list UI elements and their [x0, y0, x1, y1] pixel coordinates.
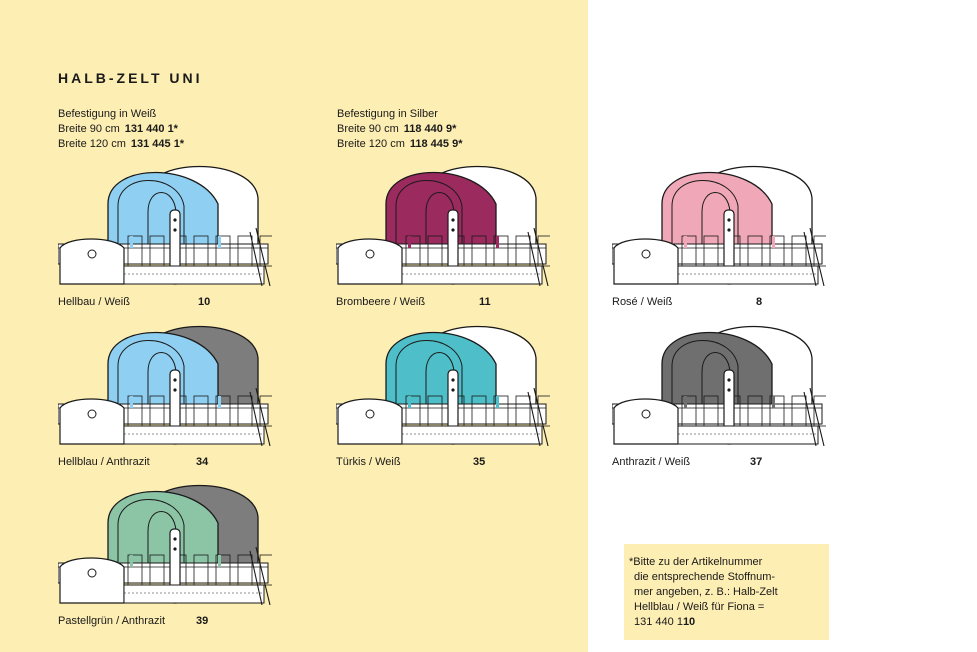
article-number: 131 440 1*	[124, 123, 178, 135]
spec-silver-fixing: Befestigung in Silber Breite 90 cm 118 44…	[337, 107, 463, 152]
spec-row: Breite 120 cm 118 445 9*	[337, 137, 463, 152]
product-tile[interactable]: Pastellgrün / Anthrazit 39	[58, 477, 288, 627]
note-line: die entsprechende Stoffnum-	[634, 571, 776, 583]
product-number: 35	[473, 456, 486, 468]
article-number: 131 445 1*	[130, 138, 185, 150]
note-line: 131 440 110	[629, 615, 823, 630]
product-number: 39	[196, 615, 209, 627]
spec-white-fixing: Befestigung in Weiß Breite 90 cm 131 440 …	[58, 107, 184, 152]
product-tile[interactable]: Türkis / Weiß 35	[336, 318, 566, 468]
spec-row-label: Breite 90 cm	[58, 123, 120, 135]
note-code-prefix: 131 440 1	[634, 616, 683, 628]
note-code-suffix: 10	[682, 616, 696, 628]
product-label: Türkis / Weiß	[336, 456, 401, 468]
spec-row-label: Breite 120 cm	[337, 138, 405, 150]
yellow-panel	[0, 0, 588, 652]
product-label: Rosé / Weiß	[612, 296, 673, 308]
spec-row-label: Breite 120 cm	[58, 138, 126, 150]
product-label: Anthrazit / Weiß	[612, 456, 691, 468]
spec-heading: Befestigung in Weiß	[58, 108, 157, 120]
spec-row: Breite 90 cm 131 440 1*	[58, 122, 184, 137]
product-tile[interactable]: Brombeere / Weiß 11	[336, 158, 566, 308]
note-line: Hellblau / Weiß für Fiona =	[634, 601, 765, 613]
product-number: 10	[198, 296, 211, 308]
product-number: 11	[479, 296, 491, 308]
page-title: HALB-ZELT UNI	[58, 70, 203, 86]
product-tile[interactable]: Anthrazit / Weiß 37	[612, 318, 842, 468]
spec-row: Breite 90 cm 118 440 9*	[337, 122, 463, 137]
spec-row-label: Breite 90 cm	[337, 123, 399, 135]
article-number: 118 440 9*	[403, 123, 457, 135]
spec-heading: Befestigung in Silber	[337, 108, 438, 120]
article-number-note: *Bitte zu der Artikelnummer die entsprec…	[624, 544, 829, 640]
product-label: Hellblau / Anthrazit	[58, 456, 150, 468]
spec-row: Breite 120 cm 131 445 1*	[58, 137, 184, 152]
product-tile[interactable]: Hellbau / Weiß 10	[58, 158, 288, 308]
product-tile[interactable]: Hellblau / Anthrazit 34	[58, 318, 288, 468]
product-number: 37	[750, 456, 763, 468]
product-number: 8	[756, 296, 763, 308]
product-number: 34	[196, 456, 209, 468]
article-number: 118 445 9*	[409, 138, 463, 150]
product-label: Brombeere / Weiß	[336, 296, 426, 308]
product-tile[interactable]: Rosé / Weiß 8	[612, 158, 842, 308]
product-label: Hellbau / Weiß	[58, 296, 130, 308]
note-line: mer angeben, z. B.: Halb-Zelt	[634, 586, 778, 598]
note-line: *Bitte zu der Artikelnummer	[629, 556, 763, 568]
product-label: Pastellgrün / Anthrazit	[58, 615, 166, 627]
